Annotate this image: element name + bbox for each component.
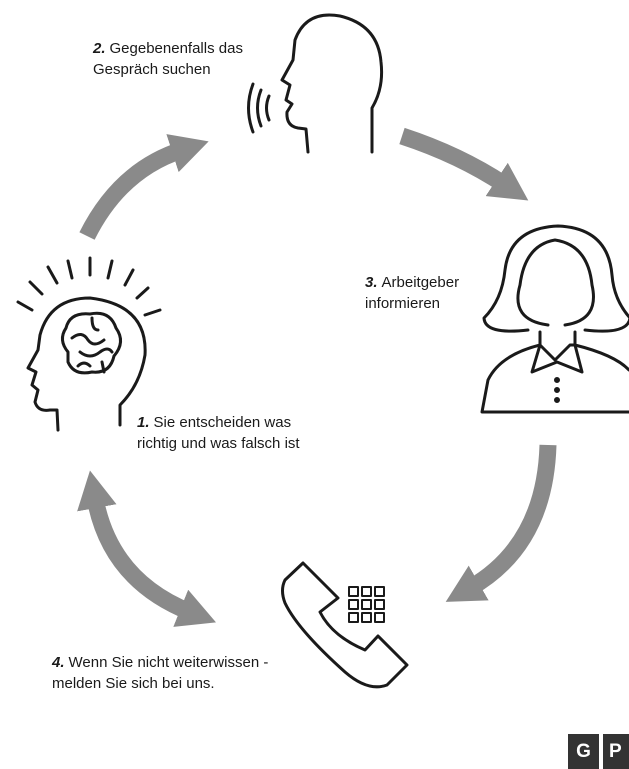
arrow-step4-step1-double: [77, 470, 216, 627]
logo-letter-g: G: [568, 734, 599, 769]
thinking-head-icon: [16, 256, 162, 432]
step-number: 1.: [137, 414, 150, 431]
step-text-line: Wenn Sie nicht weiterwissen -: [68, 654, 269, 671]
step-2-label: 2.Gegebenenfalls das Gespräch suchen: [93, 38, 293, 80]
speaking-head-icon: [247, 13, 384, 154]
arrow-step3-to-step4: [445, 444, 557, 602]
step-1-label: 1.Sie entscheiden was richtig und was fa…: [137, 412, 367, 454]
woman-icon: [480, 224, 629, 414]
step-number: 3.: [365, 274, 378, 291]
arrow-step1-to-step2: [79, 134, 209, 240]
step-4-label: 4.Wenn Sie nicht weiterwissen - melden S…: [52, 652, 352, 694]
step-3-label: 3.Arbeitgeber informieren: [365, 272, 505, 314]
step-text-line: richtig und was falsch ist: [137, 435, 300, 452]
arrow-step2-to-step3: [399, 127, 529, 201]
step-text-line: Arbeitgeber: [381, 274, 460, 291]
step-text-line: Sie entscheiden was: [153, 414, 292, 431]
step-text-line: informieren: [365, 295, 441, 312]
step-text-line: Gegebenenfalls das: [109, 40, 243, 57]
step-number: 2.: [93, 40, 106, 57]
step-number: 4.: [52, 654, 65, 671]
phone-icon: [281, 561, 409, 689]
step-text-line: Gespräch suchen: [93, 61, 211, 78]
step-text-line: melden Sie sich bei uns.: [52, 675, 215, 692]
logo-letter-p: P: [603, 734, 629, 769]
